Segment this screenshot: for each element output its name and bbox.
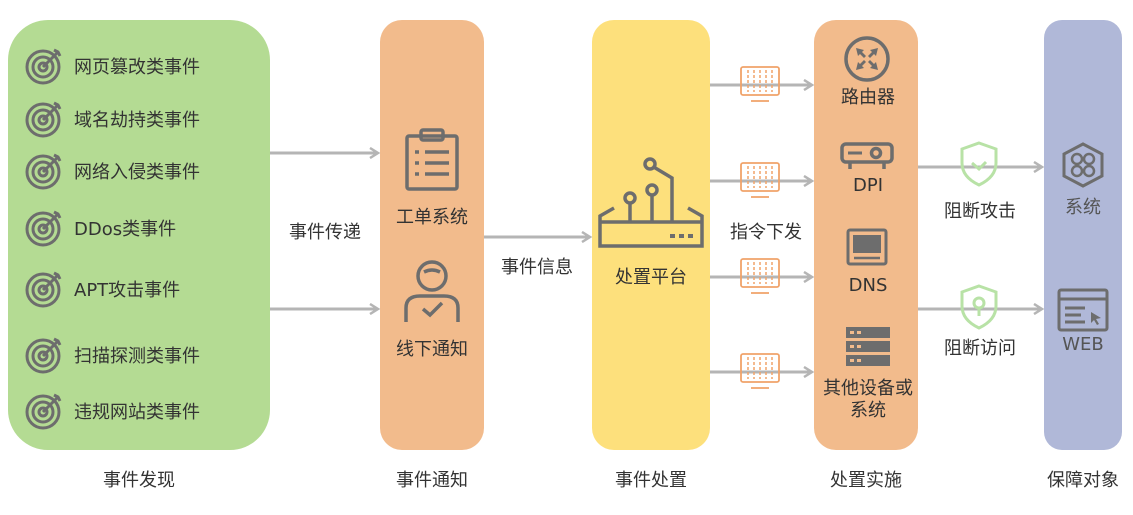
footer-implement: 处置实施	[830, 470, 902, 491]
footer-notify: 事件通知	[396, 470, 468, 491]
target-icon	[25, 48, 62, 85]
web-browser-icon	[1057, 288, 1109, 332]
server-stack-icon	[846, 327, 890, 366]
dpi-device-icon	[840, 142, 894, 169]
target-icon	[25, 153, 62, 190]
block-access-label: 阻断访问	[944, 338, 1016, 359]
target-icon	[25, 210, 62, 247]
event-info-label: 事件信息	[501, 257, 573, 278]
event-label: 网络入侵类事件	[74, 162, 200, 183]
target-icon	[25, 393, 62, 430]
system-label: 系统	[1065, 197, 1101, 218]
router-label: 路由器	[841, 87, 895, 108]
event-item: 网页篡改类事件	[24, 46, 200, 86]
shield-lock-icon	[960, 284, 998, 330]
target-icon	[25, 271, 62, 308]
protected-target-panel	[1044, 20, 1122, 450]
person-check-icon	[404, 260, 460, 322]
event-notify-panel	[380, 20, 484, 450]
other-device-label-line2: 系统	[850, 400, 886, 421]
event-item: APT攻击事件	[24, 269, 180, 309]
event-item: 扫描探测类事件	[24, 335, 200, 375]
other-device-label: 其他设备或	[823, 378, 913, 399]
event-pass-label: 事件传递	[289, 222, 361, 243]
web-label: WEB	[1062, 334, 1104, 355]
event-label: 域名劫持类事件	[74, 110, 200, 131]
event-item: 域名劫持类事件	[24, 99, 200, 139]
command-packet-icon	[740, 162, 780, 198]
shield-check-icon	[960, 141, 998, 187]
platform-label: 处置平台	[615, 267, 687, 288]
system-hex-icon	[1062, 142, 1104, 188]
command-packet-icon	[740, 258, 780, 294]
target-icon	[25, 101, 62, 138]
event-label: DDos类事件	[74, 219, 177, 240]
footer-discovery: 事件发现	[103, 470, 175, 491]
dns-monitor-icon	[846, 228, 888, 266]
block-attack-label: 阻断攻击	[944, 201, 1016, 222]
router-icon	[844, 36, 890, 82]
event-label: 违规网站类事件	[74, 402, 200, 423]
clipboard-icon	[405, 128, 459, 191]
target-icon	[25, 337, 62, 374]
command-packet-icon	[740, 66, 780, 102]
event-item: 网络入侵类事件	[24, 151, 200, 191]
footer-handling: 事件处置	[615, 470, 687, 491]
dpi-label: DPI	[852, 175, 884, 196]
event-item: DDos类事件	[24, 208, 176, 248]
event-label: 网页篡改类事件	[74, 57, 200, 78]
footer-target: 保障对象	[1047, 470, 1119, 491]
event-label: 扫描探测类事件	[74, 346, 200, 367]
event-label: APT攻击事件	[74, 280, 181, 301]
command-packet-icon	[740, 353, 780, 389]
command-issue-label: 指令下发	[730, 222, 802, 243]
ticket-system-label: 工单系统	[396, 207, 468, 228]
dns-label: DNS	[848, 275, 888, 296]
offline-notice-label: 线下通知	[396, 339, 468, 360]
event-item: 违规网站类事件	[24, 391, 200, 431]
platform-device-icon	[598, 157, 704, 248]
